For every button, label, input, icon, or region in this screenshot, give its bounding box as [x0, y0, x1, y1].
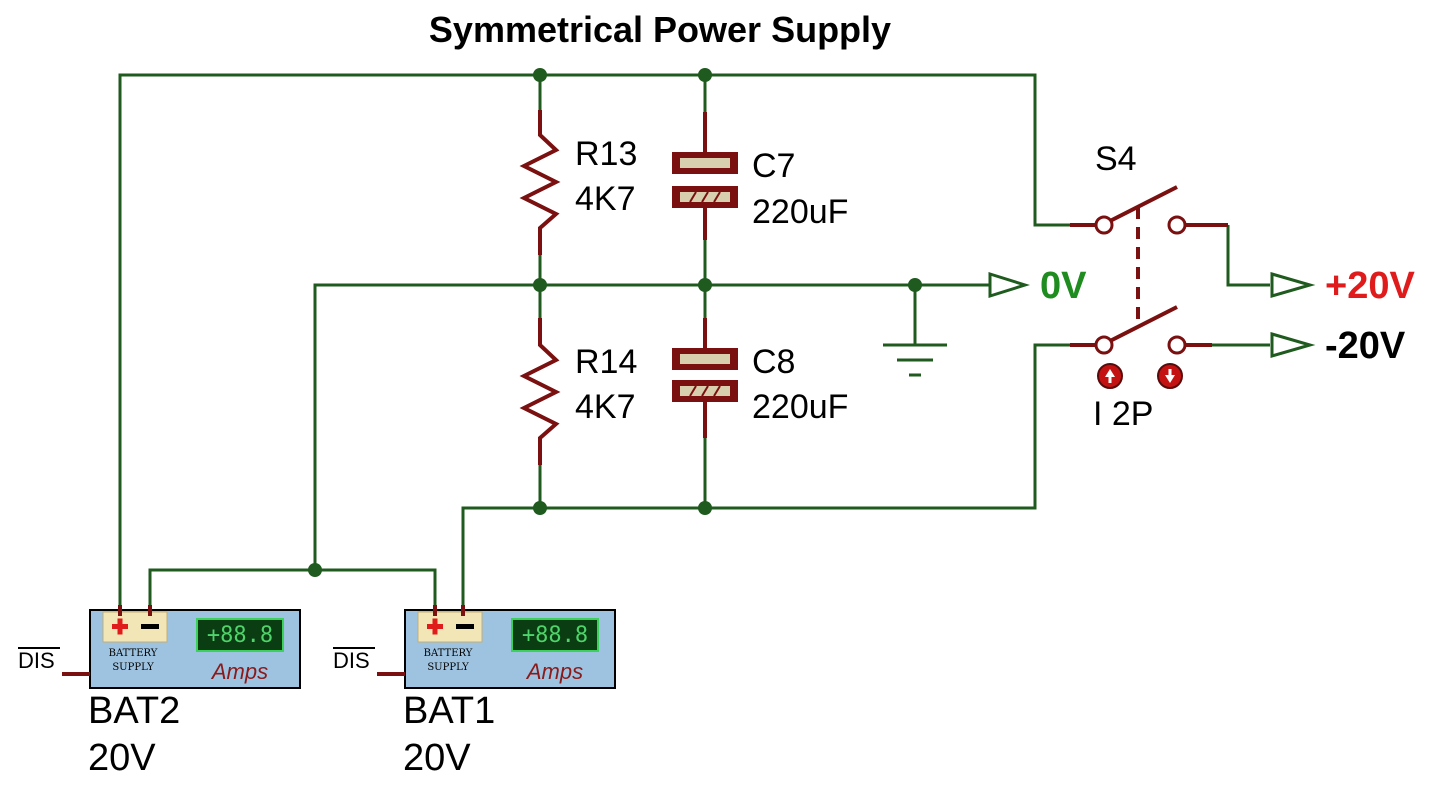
- port-plus-label: +20V: [1325, 265, 1415, 307]
- ammeter-unit: Amps: [525, 659, 583, 684]
- battery-label-line1: BATTERY: [109, 648, 158, 659]
- diagram-title: Symmetrical Power Supply: [429, 9, 891, 50]
- junction-dot: [533, 501, 547, 515]
- junction-dot: [533, 68, 547, 82]
- bat2-leads: [118, 605, 152, 616]
- ammeter-readout: +88.8: [207, 623, 273, 648]
- plus-terminal-icon: [427, 618, 443, 635]
- battery-label-line2: SUPPLY: [112, 662, 154, 673]
- switch-s4[interactable]: [1070, 185, 1228, 389]
- port-plus-arrow: [1270, 272, 1316, 298]
- ammeter-unit: Amps: [210, 659, 268, 684]
- wires: [118, 73, 1270, 605]
- ammeter-display: [196, 618, 284, 652]
- bat1-value-label: 20V: [403, 737, 471, 779]
- plus-terminal-icon: [112, 618, 128, 635]
- resistor-r14[interactable]: [519, 318, 561, 465]
- battery-bat2[interactable]: +88.8 BATTERY SUPPLY Amps: [89, 609, 301, 689]
- junction-dot: [308, 563, 322, 577]
- ammeter-readout: +88.8: [522, 623, 588, 648]
- bat1-ref-label: BAT1: [403, 690, 495, 732]
- switch-down-button[interactable]: [1157, 363, 1183, 389]
- c8-ref-label: C8: [752, 343, 795, 381]
- bottom-rail-wire: [461, 343, 1070, 605]
- r14-ref-label: R14: [575, 343, 637, 381]
- resistor-r13[interactable]: [519, 110, 561, 255]
- bat2-dis-label: DIS: [18, 648, 55, 673]
- top-rail-wire: [118, 73, 1070, 605]
- ammeter-display: [511, 618, 599, 652]
- battery-label-line2: SUPPLY: [427, 662, 469, 673]
- junction-dot: [698, 501, 712, 515]
- c7-ref-label: C7: [752, 147, 795, 185]
- arrow-up-icon: [1105, 369, 1115, 383]
- bat2-ref-label: BAT2: [88, 690, 180, 732]
- bat1-dis-label: DIS: [333, 648, 370, 673]
- battery-label-line1: BATTERY: [424, 648, 473, 659]
- middle-rail-wire: [313, 283, 990, 570]
- r14-value-label: 4K7: [575, 388, 636, 426]
- s4-value-label: I 2P: [1093, 395, 1153, 433]
- switch-up-button[interactable]: [1097, 363, 1123, 389]
- r13-value-label: 4K7: [575, 180, 636, 218]
- port-0v-arrow: [988, 271, 1031, 299]
- junction-dot: [698, 68, 712, 82]
- port-minus-arrow: [1270, 332, 1316, 358]
- junctions: [308, 68, 922, 577]
- c7-value-label: 220uF: [752, 193, 848, 231]
- bat1-leads: [433, 605, 465, 616]
- junction-dot: [533, 278, 547, 292]
- junction-dot: [908, 278, 922, 292]
- bat2-value-label: 20V: [88, 737, 156, 779]
- minus-terminal-icon: [456, 624, 474, 629]
- port-minus-label: -20V: [1325, 325, 1406, 367]
- junction-dot: [698, 278, 712, 292]
- plus-out-wire: [1226, 225, 1270, 287]
- r13-ref-label: R13: [575, 135, 637, 173]
- port-0v-label: 0V: [1040, 265, 1087, 307]
- c8-value-label: 220uF: [752, 388, 848, 426]
- ground-icon: [883, 343, 947, 377]
- capacitor-c7[interactable]: [672, 112, 738, 240]
- battery-bat1[interactable]: +88.8 BATTERY SUPPLY Amps: [404, 609, 616, 689]
- arrow-down-icon: [1165, 369, 1175, 383]
- s4-ref-label: S4: [1095, 140, 1137, 178]
- minus-terminal-icon: [141, 624, 159, 629]
- battery-link-wire: [148, 568, 437, 605]
- capacitor-c8[interactable]: [672, 318, 738, 438]
